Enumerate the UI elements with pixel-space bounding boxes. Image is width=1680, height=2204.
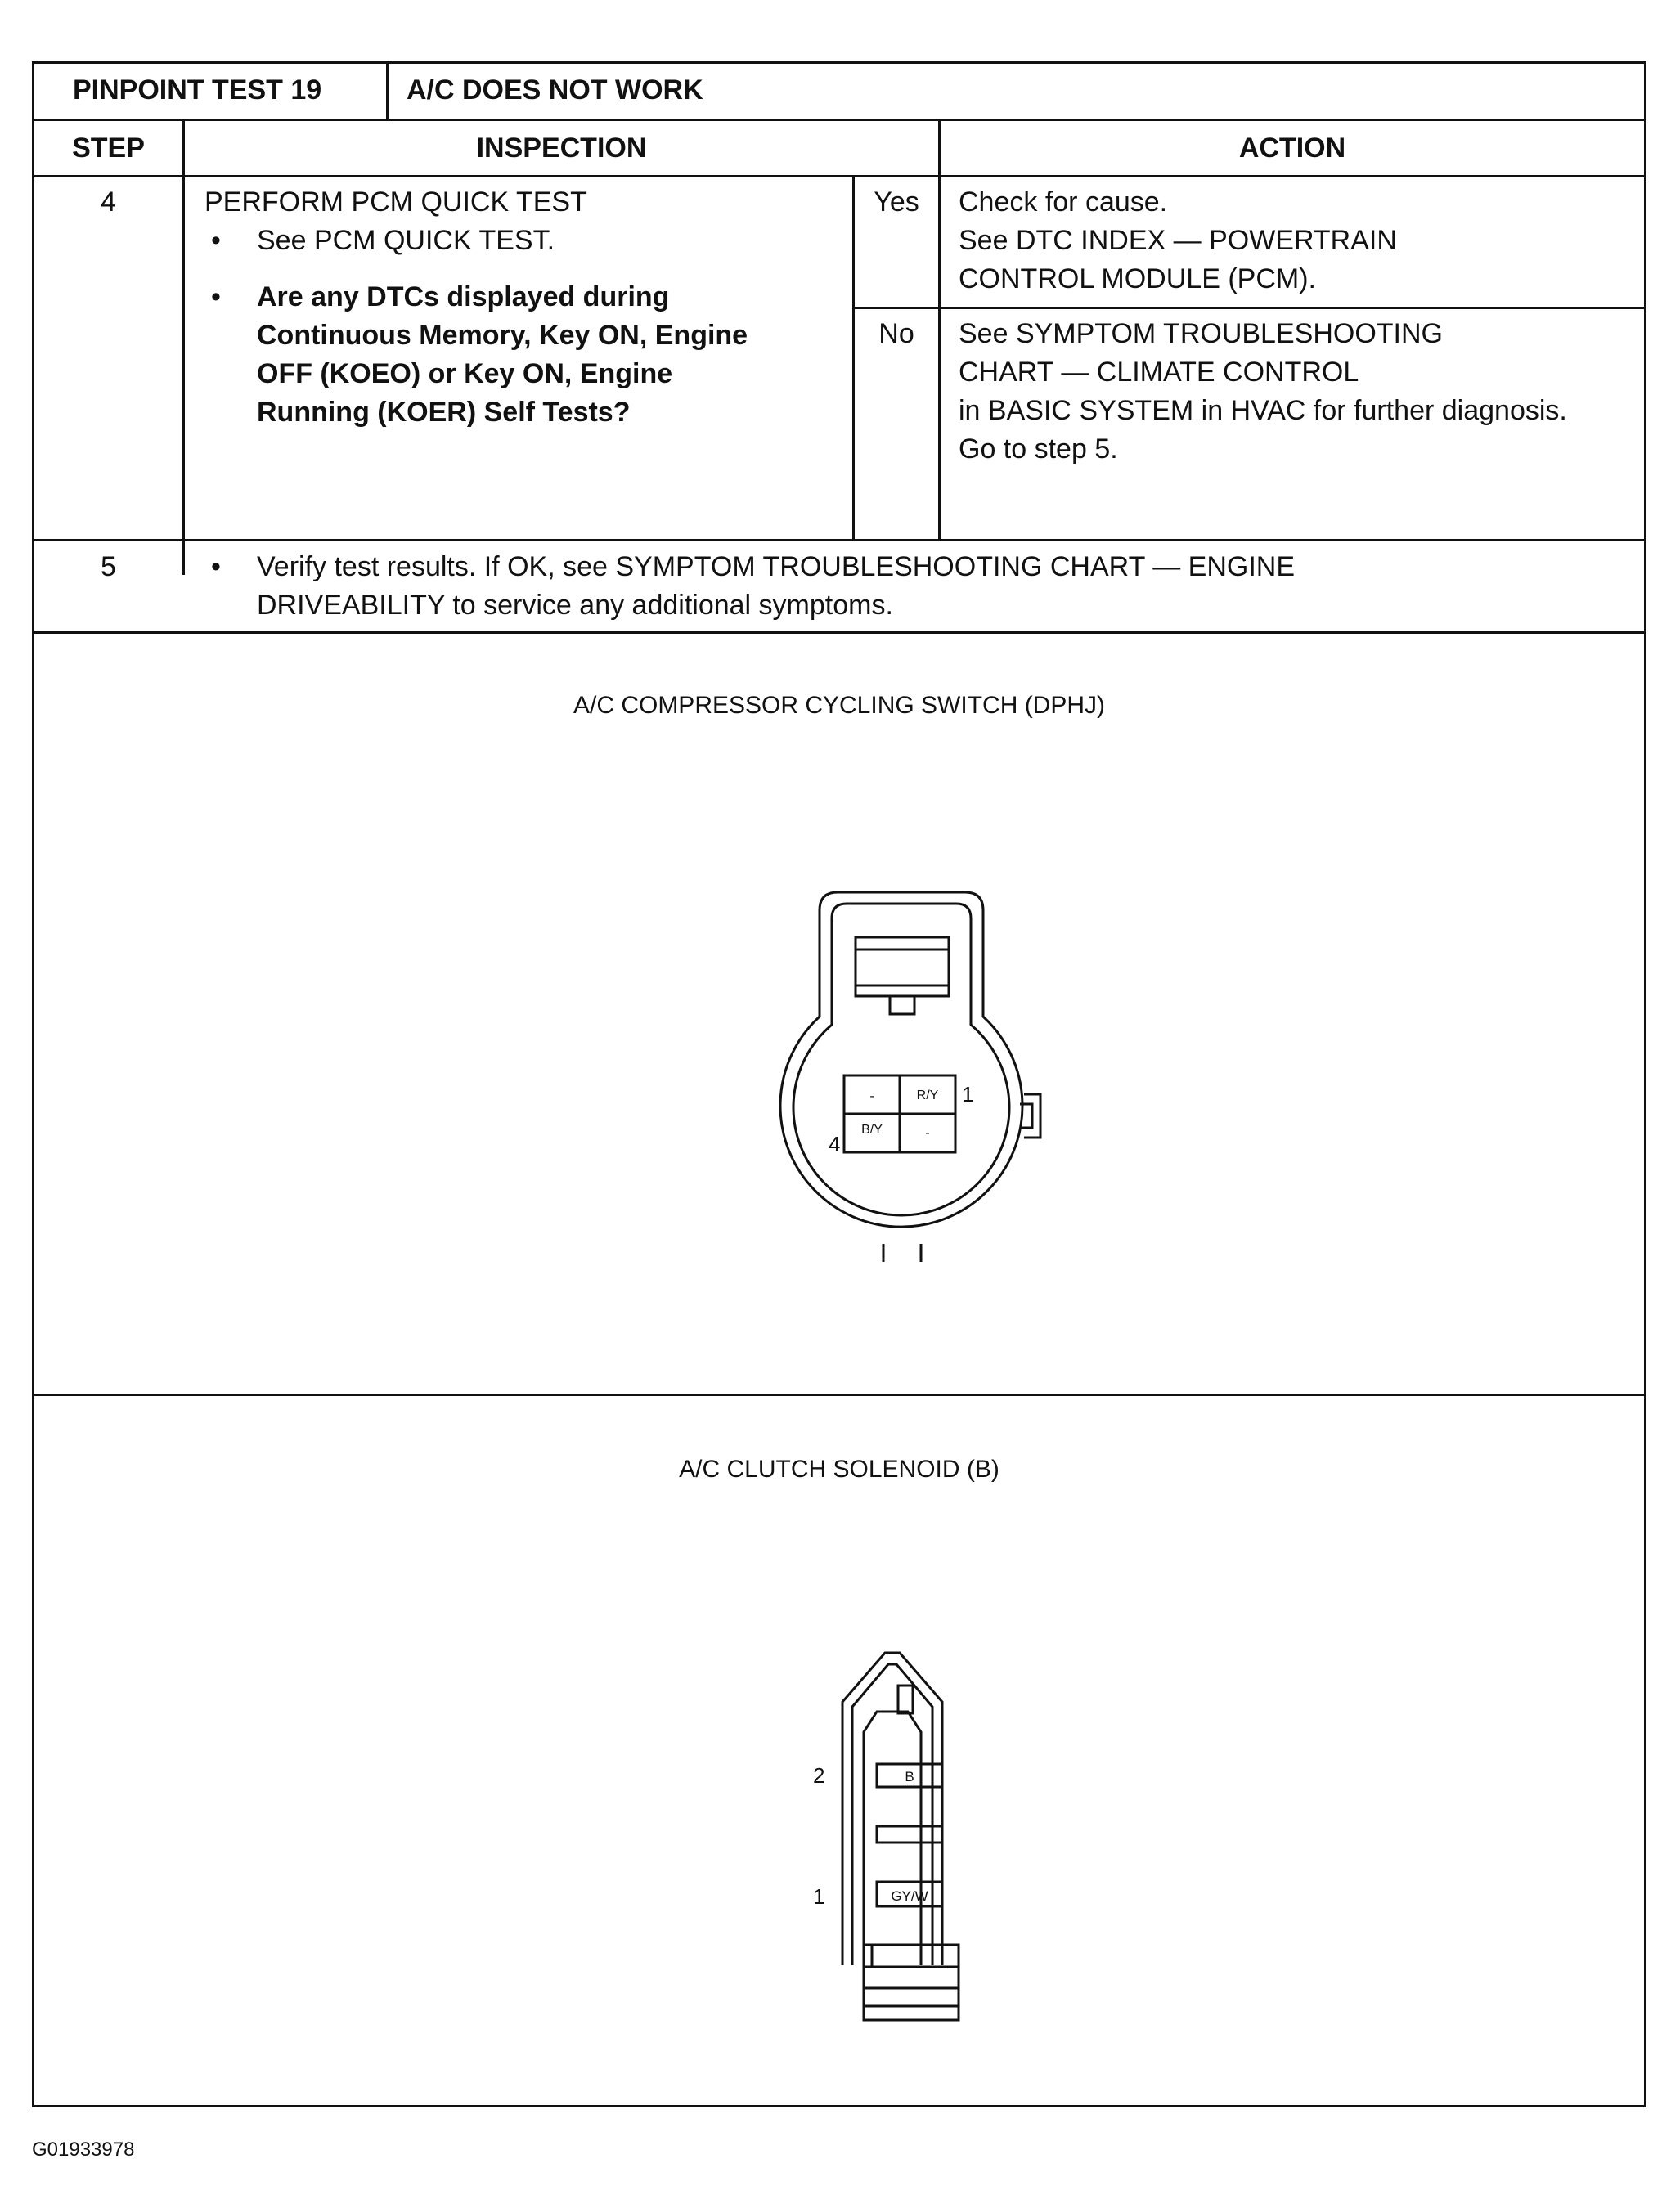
action-column-header: ACTION — [1238, 132, 1346, 164]
yes-action: Check for cause. See DTC INDEX — POWERTR… — [959, 183, 1637, 299]
inspection-yesno-divider — [852, 175, 855, 541]
compressor-cycling-switch-connector: - R/Y B/Y - 1 4 — [779, 891, 1042, 1262]
no-action-line: in BASIC SYSTEM in HVAC for further diag… — [959, 395, 1567, 426]
test-id-cell: PINPOINT TEST 19 — [34, 64, 386, 119]
divider — [34, 175, 1644, 177]
no-action-line: CHART — CLIMATE CONTROL — [959, 357, 1359, 388]
step-4-question-line: Running (KOER) Self Tests? — [257, 397, 631, 428]
cavity-value: - — [925, 1126, 929, 1140]
yes-action-line: CONTROL MODULE (PCM). — [959, 263, 1316, 294]
pinpoint-test-document: PINPOINT TEST 19 A/C DOES NOT WORK STEP … — [32, 61, 1646, 2107]
test-title-cell: A/C DOES NOT WORK — [389, 64, 1640, 119]
no-action-line: Go to step 5. — [959, 433, 1118, 465]
divider — [34, 539, 1644, 541]
step-4-title: PERFORM PCM QUICK TEST — [204, 186, 587, 218]
cavity-value: B/Y — [861, 1123, 883, 1137]
pin-number: 2 — [813, 1763, 824, 1788]
connector-2-caption: A/C CLUTCH SOLENOID (B) — [679, 1456, 999, 1483]
header-divider — [386, 64, 389, 119]
inspection-column-header: INSPECTION — [476, 132, 647, 164]
wire-color: B — [905, 1769, 914, 1784]
bullet: • — [211, 281, 221, 312]
pin-number: 1 — [813, 1884, 824, 1909]
no-label: No — [878, 318, 914, 349]
action-column-divider — [938, 119, 941, 541]
connector-1-caption: A/C COMPRESSOR CYCLING SWITCH (DPHJ) — [573, 692, 1106, 719]
test-id: PINPOINT TEST 19 — [73, 74, 322, 105]
cavity-value: R/Y — [917, 1089, 939, 1102]
bullet: • — [211, 225, 221, 256]
step-5-line: DRIVEABILITY to service any additional s… — [257, 590, 893, 621]
cavity-value: - — [869, 1089, 874, 1103]
clutch-solenoid-connector: B GY/W 2 1 — [813, 1651, 960, 2022]
yes-action-line: Check for cause. — [959, 186, 1168, 218]
step-4-number: 4 — [101, 186, 116, 218]
step-4-bullet-1: See PCM QUICK TEST. — [257, 225, 555, 256]
bullet: • — [211, 551, 221, 582]
yes-no-divider — [852, 307, 1646, 309]
step-4-question-line: OFF (KOEO) or Key ON, Engine — [257, 358, 673, 389]
pin-number: 1 — [962, 1082, 973, 1106]
pin-number: 4 — [829, 1132, 840, 1156]
yes-action-line: See DTC INDEX — POWERTRAIN — [959, 225, 1397, 256]
step-5-number: 5 — [101, 551, 116, 582]
step-5-inspection: • Verify test results. If OK, see SYMPTO… — [204, 548, 1628, 625]
figure-code: G01933978 — [32, 2139, 135, 2161]
wire-color: GY/W — [891, 1888, 928, 1904]
no-action: See SYMPTOM TROUBLESHOOTING CHART — CLIM… — [959, 315, 1642, 469]
step-4-question-line: Are any DTCs displayed during — [257, 281, 670, 312]
step-4-inspection: PERFORM PCM QUICK TEST • See PCM QUICK T… — [204, 183, 842, 432]
no-action-line: See SYMPTOM TROUBLESHOOTING — [959, 318, 1443, 349]
yes-label: Yes — [874, 186, 919, 218]
divider — [34, 119, 1644, 121]
step-4-question-line: Continuous Memory, Key ON, Engine — [257, 320, 748, 351]
divider — [34, 631, 1644, 634]
test-title: A/C DOES NOT WORK — [407, 74, 703, 105]
step-5-line: Verify test results. If OK, see SYMPTOM … — [257, 551, 1295, 582]
step-column-header: STEP — [72, 132, 145, 164]
step-column-divider — [182, 119, 185, 575]
divider — [34, 1394, 1644, 1396]
